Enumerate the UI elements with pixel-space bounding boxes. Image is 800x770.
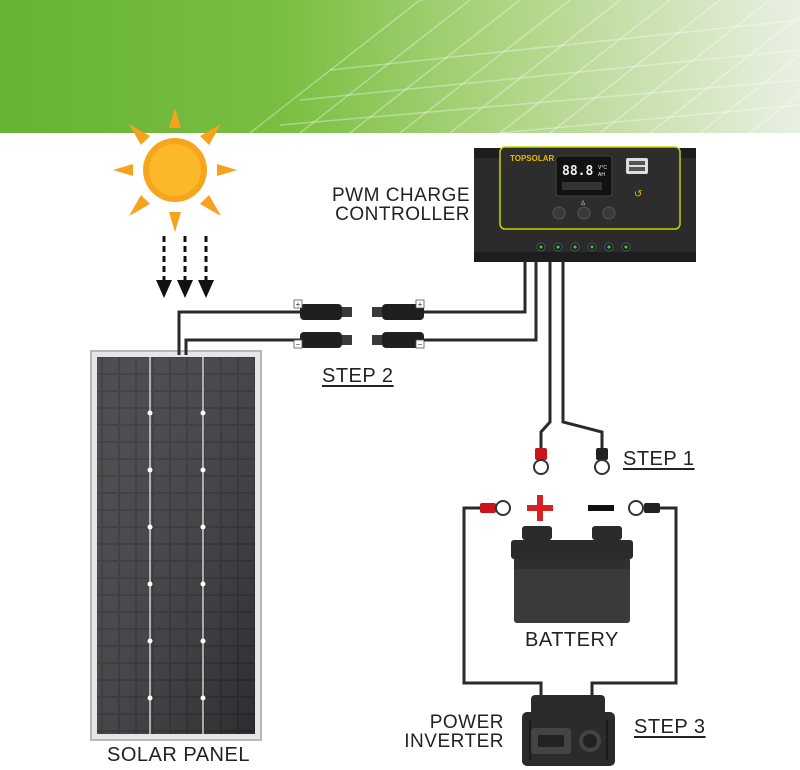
controller-label: PWM CHARGE CONTROLLER <box>318 186 470 224</box>
controller-up-button-icon: Δ <box>581 200 586 207</box>
sun-icon <box>113 108 237 232</box>
inverter-label: POWER INVERTER <box>380 713 504 751</box>
header-banner <box>0 0 800 134</box>
controller-battery-cables <box>539 262 604 452</box>
controller-terminal-leds <box>539 245 628 249</box>
sunlight-arrowheads <box>156 280 214 298</box>
battery-negative-sign <box>588 505 614 511</box>
mc4-connector-left-top <box>293 299 352 320</box>
battery-positive-sign <box>527 495 553 521</box>
ring-terminal-positive <box>533 448 549 475</box>
pwm-charge-controller: TOPSOLAR 88.8 V°C AH ↺ Δ <box>474 146 696 262</box>
connector-polarity-marks: + − + − <box>296 300 423 349</box>
controller-pv-cables <box>424 262 538 342</box>
inverter-label-line1: POWER <box>429 712 504 733</box>
step2-label: STEP 2 <box>322 365 394 387</box>
ring-terminal-negative <box>594 448 610 475</box>
controller-status-icons <box>562 182 602 190</box>
panel-cables <box>177 310 300 355</box>
header-panel-grid <box>249 0 800 134</box>
battery-label: BATTERY <box>525 629 619 651</box>
connector-plus-left: + <box>296 300 301 309</box>
mc4-connector-left-bottom <box>293 332 352 349</box>
battery-inverter-cables <box>462 506 678 706</box>
mc4-connector-right-top <box>372 299 425 320</box>
controller-display-unit-bottom: AH <box>598 172 605 178</box>
sunlight-arrows <box>162 236 208 282</box>
controller-display-unit-top: V°C <box>598 165 607 171</box>
step3-label: STEP 3 <box>634 716 706 738</box>
controller-label-line1: PWM CHARGE <box>332 185 470 206</box>
controller-return-icon: ↺ <box>634 189 642 200</box>
controller-brand: TOPSOLAR <box>510 154 555 163</box>
usb-port-icon <box>626 158 648 174</box>
controller-display: 88.8 <box>562 164 593 179</box>
mc4-connector-right-bottom <box>372 332 425 349</box>
controller-buttons: Δ <box>552 200 616 220</box>
power-inverter <box>522 695 615 766</box>
connector-minus-right: − <box>418 340 423 349</box>
battery <box>511 526 633 623</box>
battery-negative-terminal <box>628 500 660 516</box>
step1-label: STEP 1 <box>623 448 695 470</box>
controller-label-line2: CONTROLLER <box>335 204 470 225</box>
connector-minus-left: − <box>296 340 301 349</box>
header-background <box>0 0 800 133</box>
inverter-label-line2: INVERTER <box>404 731 504 752</box>
battery-positive-terminal <box>480 500 511 516</box>
solar-panel <box>90 350 262 741</box>
solar-panel-label: SOLAR PANEL <box>107 744 250 766</box>
connector-plus-right: + <box>418 300 423 309</box>
